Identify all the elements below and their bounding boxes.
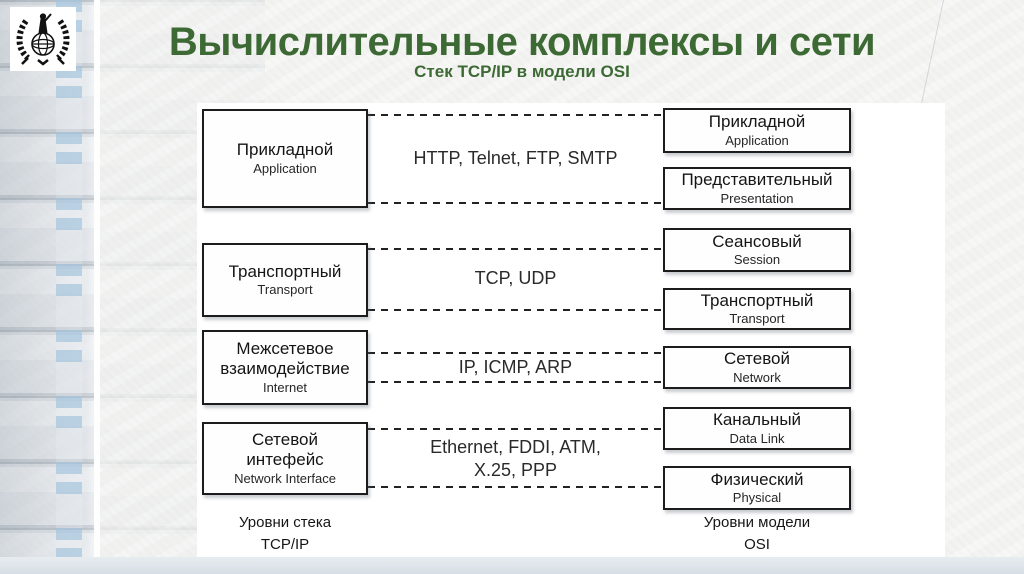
layer-name-en: Physical: [732, 490, 782, 506]
layer-name-en: Transport: [257, 282, 313, 298]
osi-layer-transport: Транспортный Transport: [663, 288, 851, 330]
layer-name-ru: Физический: [710, 469, 804, 489]
connector-dashed-line: [368, 352, 663, 354]
layer-name-ru: Прикладной: [236, 140, 334, 159]
server-rack-led-column: [56, 0, 82, 574]
layer-name-ru: Прикладной: [708, 112, 806, 131]
osi-layer-network: Сетевой Network: [663, 346, 851, 389]
layer-name-en: Transport: [729, 311, 785, 327]
connector-dashed-line: [368, 428, 663, 430]
institution-logo: [10, 7, 76, 71]
page-subtitle: Стек TCP/IP в модели OSI: [414, 62, 630, 81]
layer-name-ru: Транспортный: [700, 290, 814, 310]
layer-name-ru: Межсетевое взаимодействие: [220, 338, 350, 379]
layer-name-en: Presentation: [720, 190, 794, 206]
page-title: Вычислительные комплексы и сети: [168, 20, 876, 64]
protocol-list-application: HTTP, Telnet, FTP, SMTP: [413, 148, 618, 168]
laurel-wreath-globe-emblem-icon: [16, 13, 70, 66]
connector-dashed-line: [368, 381, 663, 383]
layer-name-ru: Канальный: [712, 410, 802, 429]
layer-name-en: Application: [725, 132, 789, 148]
osi-column-caption: Уровни модели OSI: [703, 514, 811, 553]
layer-name-ru: Сетевой интефейс: [246, 429, 324, 470]
osi-layer-physical: Физический Physical: [663, 466, 851, 510]
rack-strip-highlight-edge: [94, 0, 100, 574]
osi-layer-application: Прикладной Application: [663, 108, 851, 153]
tcpip-column-caption: Уровни стека TCP/IP: [238, 514, 332, 553]
osi-layer-presentation: Представительный Presentation: [663, 167, 851, 210]
connector-dashed-line: [368, 309, 663, 311]
osi-layer-session: Сеансовый Session: [663, 228, 851, 272]
layer-name-ru: Представительный: [681, 170, 833, 189]
layer-name-en: Internet: [262, 380, 308, 396]
protocol-list-network-interface: Ethernet, FDDI, ATM, X.25, PPP: [430, 437, 601, 481]
layer-name-ru: Сеансовый: [712, 231, 802, 251]
protocol-list-internet: IP, ICMP, ARP: [458, 357, 573, 377]
connector-dashed-line: [368, 248, 663, 250]
connector-dashed-line: [368, 114, 663, 116]
connector-dashed-line: [368, 202, 663, 204]
layer-name-en: Network Interface: [234, 471, 336, 487]
osi-layer-data-link: Канальный Data Link: [663, 407, 851, 450]
protocol-list-transport: TCP, UDP: [474, 268, 557, 288]
tcpip-layer-internet: Межсетевое взаимодействие Internet: [202, 330, 368, 405]
layer-name-en: Session: [733, 252, 781, 268]
tcpip-layer-transport: Транспортный Transport: [202, 243, 368, 317]
layer-name-en: Data Link: [729, 430, 785, 446]
layer-name-ru: Сетевой: [723, 349, 790, 368]
connector-dashed-line: [368, 486, 663, 488]
layer-name-en: Network: [733, 369, 781, 385]
layer-name-en: Application: [253, 160, 317, 176]
tcpip-layer-application: Прикладной Application: [202, 109, 368, 208]
footer-strip: [0, 557, 1024, 574]
layer-name-ru: Транспортный: [228, 261, 342, 281]
tcpip-layer-network-interface: Сетевой интефейс Network Interface: [202, 422, 368, 495]
